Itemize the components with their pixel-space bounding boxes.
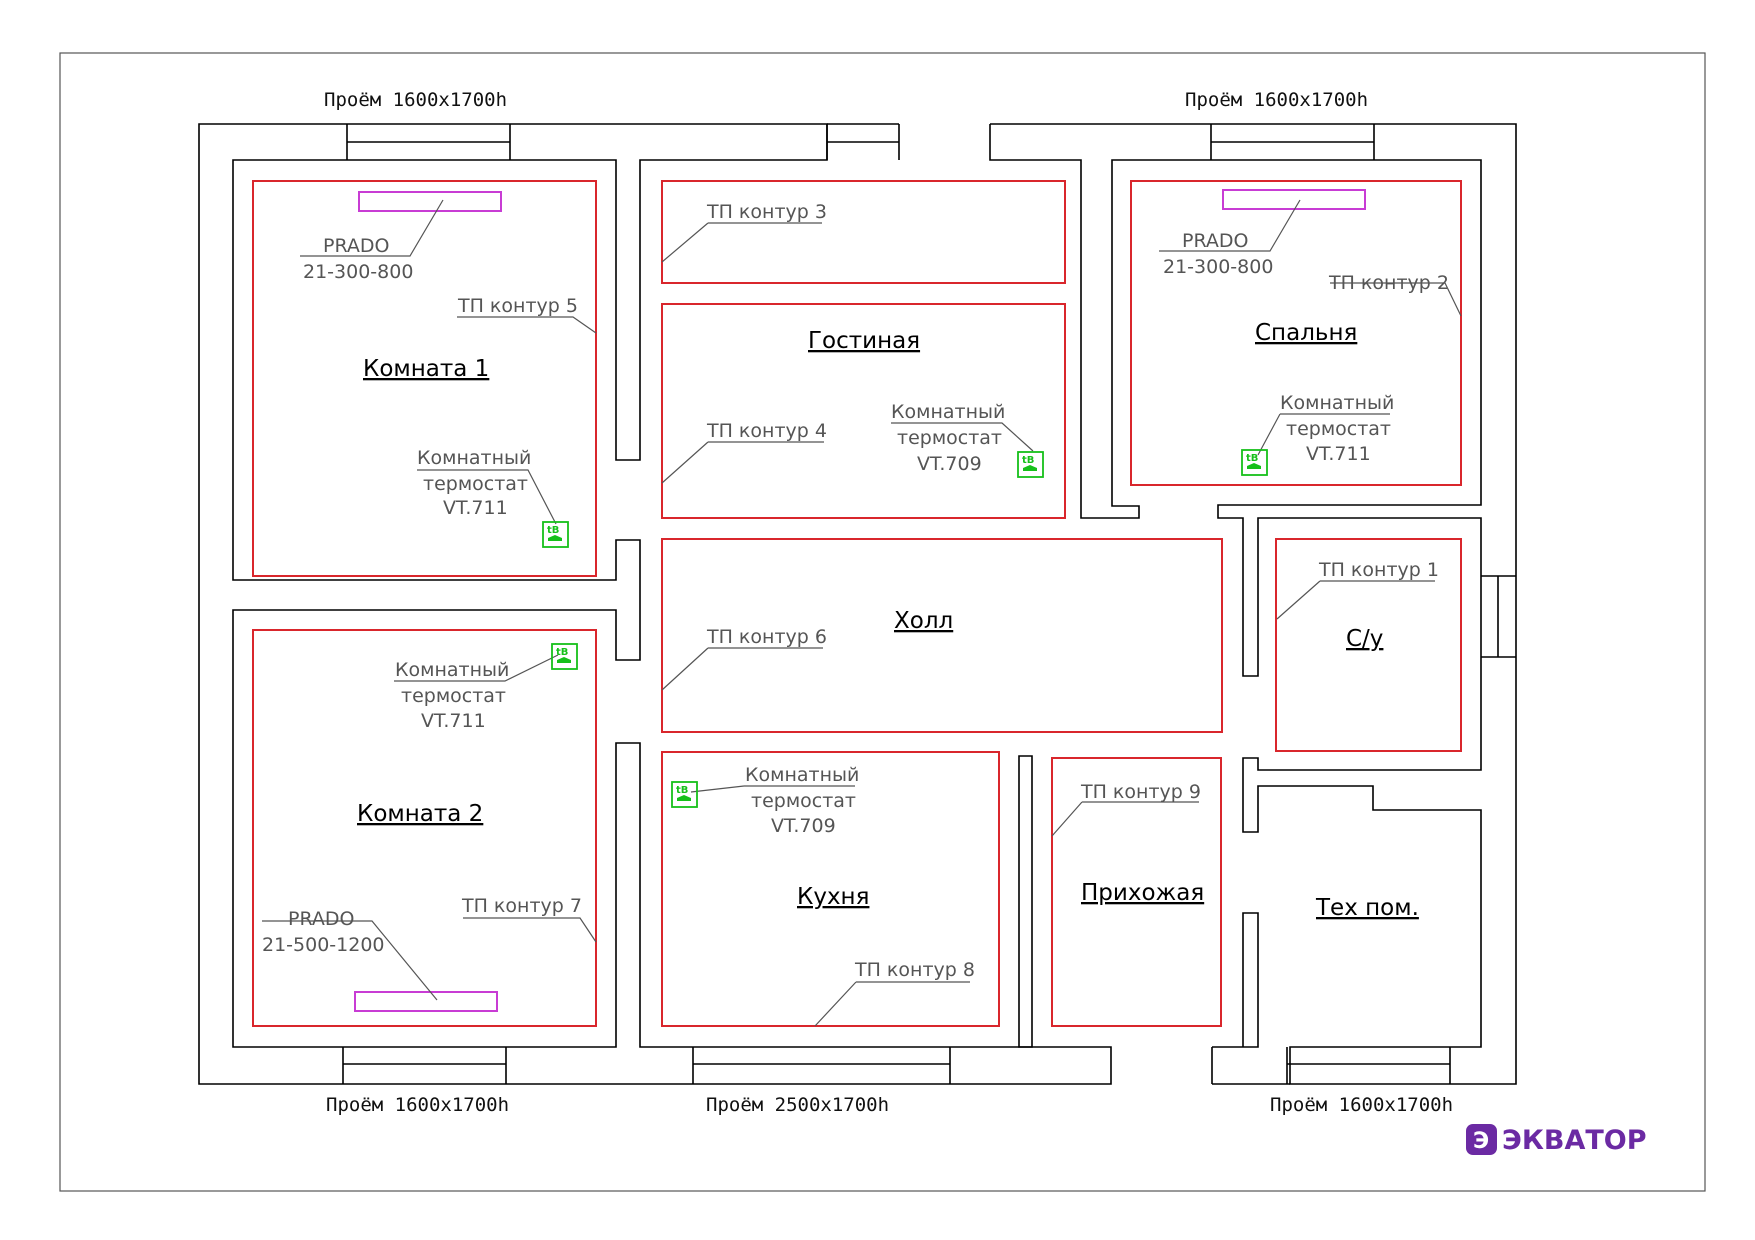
- zone-contour3: [661, 180, 1066, 284]
- company-logo: Э ЭКВАТОР: [1466, 1124, 1647, 1156]
- room-name-komnata1: Комната 1: [363, 356, 489, 382]
- svg-text:VT.709: VT.709: [771, 815, 836, 837]
- thermostat-label-komnata1: Комнатный термостат VT.711: [417, 447, 531, 519]
- svg-text:Комнатный: Комнатный: [745, 764, 859, 786]
- opening-label: Проём 1600x1700h: [324, 89, 507, 111]
- convector-spalnya: [1222, 189, 1366, 210]
- heating-zones: [252, 180, 1462, 1027]
- walls: [198, 123, 1517, 1085]
- svg-text:tB: tB: [547, 525, 559, 536]
- svg-text:Комнатный: Комнатный: [395, 659, 509, 681]
- opening-label: Проём 1600x1700h: [1270, 1094, 1453, 1116]
- svg-text:термостат: термостат: [751, 790, 856, 812]
- zone-prihozhaya: [1051, 757, 1222, 1027]
- zone-spalnya: [1130, 180, 1462, 486]
- thermostat-label-spalnya: Комнатный термостат VT.711: [1280, 392, 1394, 465]
- svg-text:tB: tB: [1022, 455, 1034, 466]
- svg-text:термостат: термостат: [401, 685, 506, 707]
- room-name-holl: Холл: [894, 608, 953, 634]
- room-name-kuhnya: Кухня: [797, 884, 869, 910]
- room-name-spalnya: Спальня: [1255, 320, 1357, 346]
- svg-text:термостат: термостат: [1286, 418, 1391, 440]
- svg-text:VT.711: VT.711: [443, 497, 508, 519]
- svg-text:tB: tB: [556, 647, 568, 658]
- circuit-label: ТП контур 1: [1318, 559, 1439, 581]
- svg-text:VT.711: VT.711: [421, 710, 486, 732]
- svg-text:Комнатный: Комнатный: [891, 401, 1005, 423]
- convector-label: PRADO: [323, 235, 389, 257]
- opening-label: Проём 2500x1700h: [706, 1094, 889, 1116]
- room-name-su: С/у: [1346, 626, 1383, 652]
- circuit-label: ТП контур 9: [1080, 781, 1201, 803]
- room-name-prihozhaya: Прихожая: [1081, 880, 1204, 906]
- thermostat-icon: tB: [551, 643, 578, 670]
- svg-text:VT.711: VT.711: [1306, 443, 1371, 465]
- circuit-label: ТП контур 3: [706, 201, 827, 223]
- thermostat-label-komnata2: Комнатный термостат VT.711: [395, 659, 509, 732]
- circuit-label: ТП контур 6: [706, 626, 827, 648]
- zone-komnata1: [252, 180, 597, 577]
- svg-text:Комнатный: Комнатный: [1280, 392, 1394, 414]
- room-name-komnata2: Комната 2: [357, 801, 483, 827]
- svg-text:термостат: термостат: [897, 427, 1002, 449]
- svg-text:VT.709: VT.709: [917, 453, 982, 475]
- thermostat-icon: tB: [1017, 451, 1044, 478]
- convector-model: 21-300-800: [303, 261, 413, 283]
- logo-text: ЭКВАТОР: [1502, 1125, 1647, 1156]
- zone-holl: [661, 538, 1223, 733]
- thermostat-icon: tB: [542, 521, 569, 548]
- thermostat-icon: tB: [1241, 449, 1268, 476]
- thermostat-label-kuhnya: Комнатный термостат VT.709: [745, 764, 859, 837]
- zone-komnata2: [252, 629, 597, 1027]
- room-name-gostinaya: Гостиная: [808, 328, 920, 354]
- sheet-frame: [59, 52, 1706, 1192]
- convector-label: PRADO: [1182, 230, 1248, 252]
- svg-text:термостат: термостат: [423, 473, 528, 495]
- opening-label: Проём 1600x1700h: [326, 1094, 509, 1116]
- convector-komnata1: [358, 191, 502, 212]
- room-name-teh: Тех пом.: [1315, 895, 1419, 921]
- svg-text:tB: tB: [1246, 453, 1258, 464]
- thermostat-label-gostinaya: Комнатный термостат VT.709: [891, 401, 1005, 475]
- zone-kuhnya: [661, 751, 1000, 1027]
- thermostat-icon: tB: [671, 781, 698, 808]
- svg-text:Комнатный: Комнатный: [417, 447, 531, 469]
- convector-komnata2: [354, 991, 498, 1012]
- circuit-label: ТП контур 7: [461, 895, 582, 917]
- circuit-label: ТП контур 4: [706, 420, 827, 442]
- zone-su: [1275, 538, 1462, 752]
- circuit-label: ТП контур 5: [457, 295, 578, 317]
- leader-lines: [262, 199, 1462, 1027]
- opening-label: Проём 1600x1700h: [1185, 89, 1368, 111]
- convector-model: 21-500-1200: [262, 934, 385, 956]
- circuit-label: ТП контур 8: [854, 959, 975, 981]
- logo-mark-icon: [1466, 1124, 1497, 1155]
- svg-text:tB: tB: [676, 785, 688, 796]
- zone-gostinaya: [661, 303, 1066, 519]
- convector-model: 21-300-800: [1163, 256, 1273, 278]
- svg-text:Э: Э: [1473, 1129, 1489, 1154]
- circuit-label: ТП контур 2: [1328, 272, 1449, 294]
- convector-label: PRADO: [288, 908, 354, 930]
